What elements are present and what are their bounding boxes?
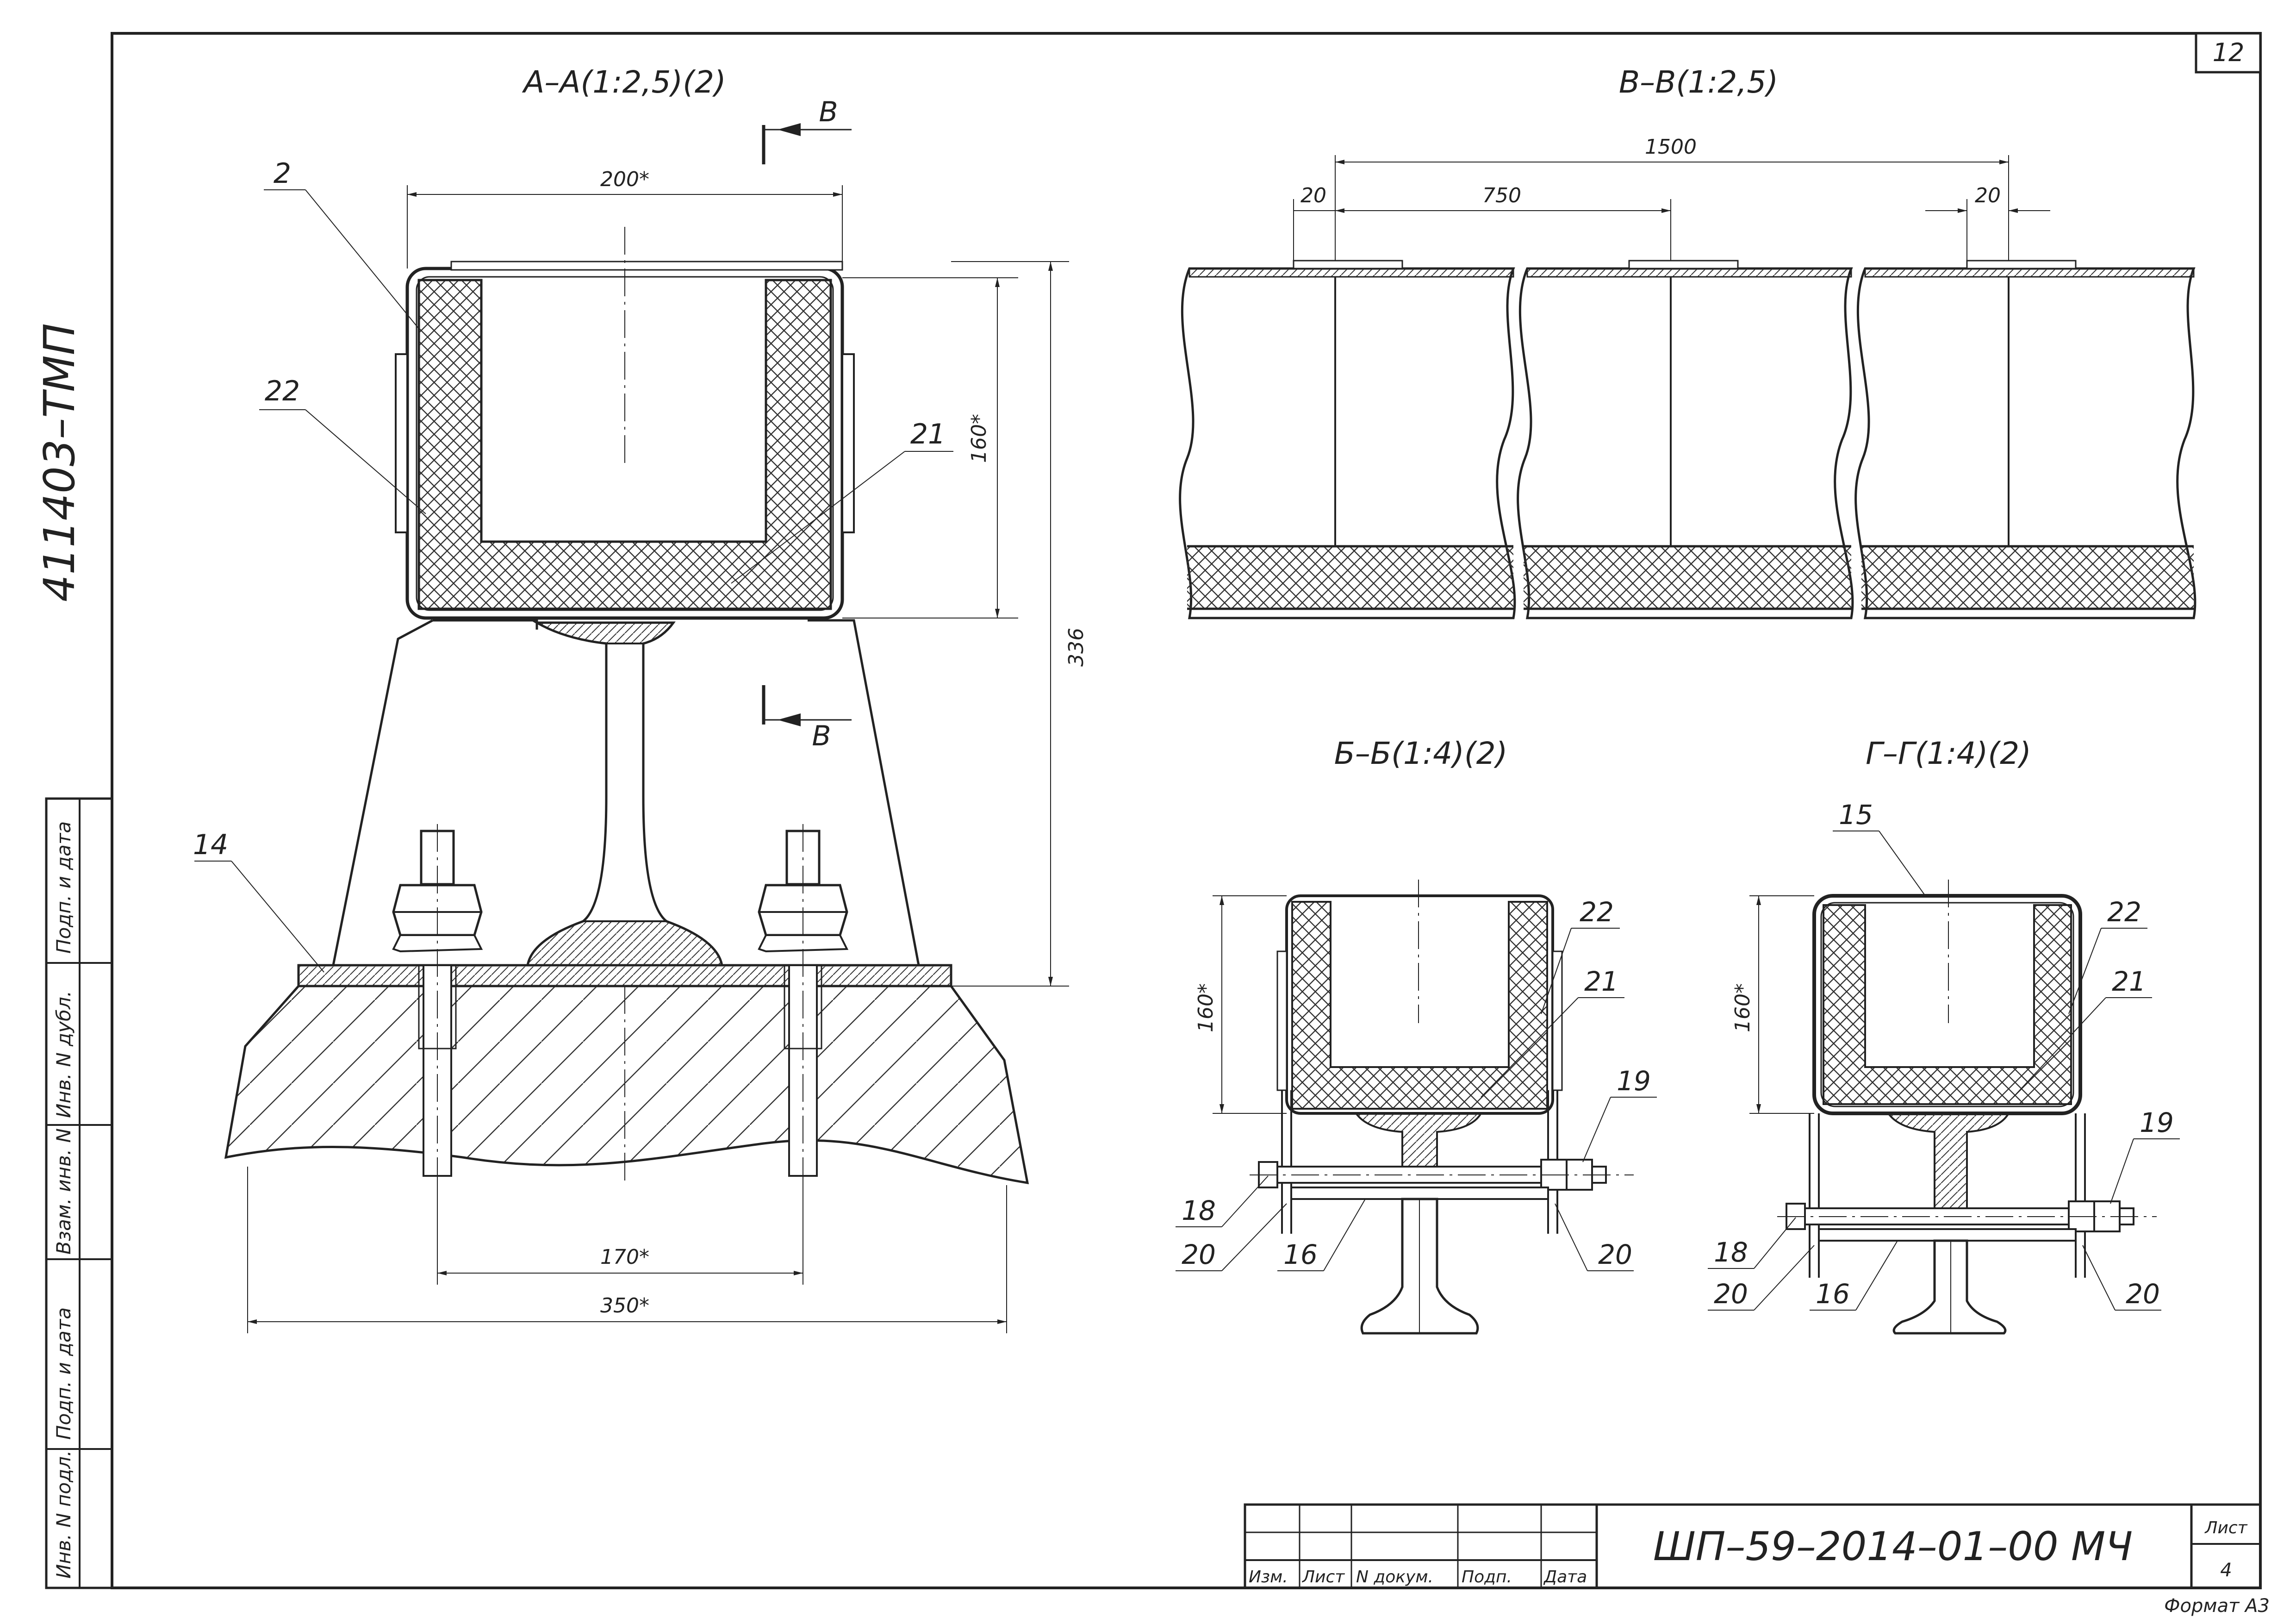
view-bb-title: Б–Б(1:4)(2) [1334,736,1508,771]
view-aa-title: А–А(1:2,5)(2) [522,64,726,100]
rail-profile [526,621,723,967]
cut-label-bottom: В [812,720,831,752]
view-gg: Г–Г(1:4)(2) 160* 15 22 [1708,736,2180,1335]
callout-2: 2 [274,157,291,190]
anchor-bolt-right [758,824,849,1185]
title-header-ndok: N докум. [1356,1568,1433,1587]
callout-gg-22: 22 [2107,896,2141,928]
callout-gg-18: 18 [1714,1237,1748,1268]
stamp-cell-1: Подп. и дата [52,821,75,954]
cut-label-top: В [819,96,838,128]
vv-segment-3 [1854,267,2196,619]
side-code: 411403–ТМП [35,323,84,602]
callout-gg-15: 15 [1839,799,1873,831]
stamp-cell-5: Инв. N подл. [52,1450,75,1579]
callout-gg-20-left: 20 [1714,1278,1748,1310]
dim-aa-bolts: 170* [600,1245,649,1269]
dim-vv-total: 1500 [1645,135,1697,159]
drawing-designation: ШП–59–2014–01–00 МЧ [1653,1524,2133,1570]
callouts-aa: 2 22 21 14 [193,157,953,973]
stamp-cell-2: Инв. N дубл. [52,991,75,1118]
vv-segment-1 [1179,267,1516,619]
view-vv-title: В–В(1:2,5) [1619,64,1778,100]
callout-bb-16: 16 [1283,1239,1318,1270]
support-bracket [332,619,920,966]
title-header-data: Дата [1543,1568,1587,1587]
callout-bb-22: 22 [1580,896,1614,928]
callout-bb-20-right: 20 [1598,1239,1632,1270]
title-header-podp: Подп. [1462,1568,1512,1587]
title-header-izm: Изм. [1249,1568,1288,1587]
view-vv: В–В(1:2,5) 1500 750 20 [1179,64,2196,619]
callout-bb-18: 18 [1182,1195,1216,1226]
view-bb: Б–Б(1:4)(2) 160* 22 [1176,736,1657,1335]
callout-bb-20-left: 20 [1182,1239,1216,1270]
anchor-bolt-left [392,824,483,1185]
dim-bb-height: 160* [1194,983,1218,1032]
stamp-cell-3: Взам. инв. N [52,1128,75,1255]
callout-gg-19: 19 [2140,1107,2174,1138]
sheet-number: 12 [2213,38,2245,67]
title-block: Изм. Лист N докум. Подп. Дата ШП–59–2014… [1244,1503,2262,1589]
callout-gg-20-right: 20 [2126,1278,2160,1310]
dim-vv-right: 20 [1975,184,2001,207]
base-plate [297,964,952,987]
title-header-list: Лист [1301,1568,1345,1587]
format-label: Формат А3 [2164,1595,2270,1617]
sheet-number-box: 12 [2195,32,2262,74]
callout-21: 21 [910,418,946,450]
view-aa: А–А(1:2,5)(2) [193,64,1088,1333]
dim-aa-width: 200* [600,168,649,191]
callout-bb-19: 19 [1617,1065,1651,1097]
dim-vv-span: 750 [1482,184,1521,207]
side-stamp: Подп. и дата Инв. N дубл. Взам. инв. N П… [45,797,113,1589]
dim-gg-height: 160* [1731,983,1755,1032]
sheet-frame [111,32,2262,1589]
view-gg-title: Г–Г(1:4)(2) [1866,736,2031,771]
sheet-label: Лист [2204,1518,2247,1537]
dim-aa-total: 336 [1064,628,1088,667]
callout-gg-16: 16 [1816,1278,1850,1310]
dim-vv-left: 20 [1300,184,1326,207]
tray-insulation [417,279,832,610]
callout-14: 14 [193,829,228,861]
stamp-cell-4: Подп. и дата [52,1307,75,1440]
callout-gg-21: 21 [2112,966,2146,997]
callout-22: 22 [265,375,300,407]
dim-aa-height: 160* [967,414,991,463]
concrete-foundation [224,985,1029,1185]
vv-segment-2 [1517,267,1854,619]
sheet-value: 4 [2220,1560,2232,1581]
callout-bb-21: 21 [1584,966,1618,997]
dim-aa-base: 350* [600,1294,649,1318]
